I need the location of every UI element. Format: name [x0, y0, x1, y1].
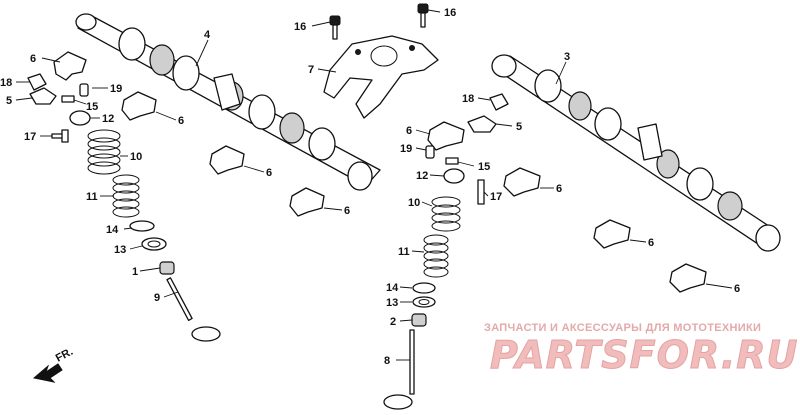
callout-14: 14 [106, 224, 119, 236]
callout-1: 1 [132, 266, 138, 278]
camshaft-right [491, 54, 781, 252]
callouts-left-side: 4 6 18 5 19 15 12 6 17 10 6 11 6 14 13 1… [0, 29, 350, 304]
callout-17: 17 [490, 191, 502, 203]
callout-18: 18 [462, 93, 474, 105]
callout-3: 3 [564, 51, 570, 63]
callout-6: 6 [734, 283, 740, 295]
callout-6: 6 [266, 167, 272, 179]
callout-17: 17 [24, 131, 36, 143]
callout-12: 12 [102, 113, 114, 125]
callout-13: 13 [386, 297, 398, 309]
callout-5: 5 [516, 121, 522, 133]
watermark: ЗАПЧАСТИ И АКСЕССУАРЫ ДЛЯ МОТОТЕХНИКИ PA… [484, 322, 798, 378]
callout-4: 4 [204, 29, 211, 41]
timing-plate [323, 35, 439, 119]
callout-6: 6 [648, 237, 654, 249]
callout-15: 15 [478, 161, 490, 173]
bolt-16-left [329, 15, 341, 40]
callout-16: 16 [294, 21, 306, 33]
callout-2: 2 [390, 316, 396, 328]
bolt-16-right [417, 3, 429, 28]
callout-8: 8 [384, 355, 390, 367]
watermark-logo: PARTSFOR.RU [490, 333, 798, 377]
callout-19: 19 [400, 143, 412, 155]
watermark-caption: ЗАПЧАСТИ И АКСЕССУАРЫ ДЛЯ МОТОТЕХНИКИ [484, 322, 761, 334]
callout-13: 13 [114, 244, 126, 256]
direction-label: FR. [54, 346, 75, 365]
callouts-top: 16 16 7 [294, 7, 456, 76]
callout-19: 19 [110, 83, 122, 95]
direction-arrow-icon [32, 363, 63, 383]
callout-15: 15 [86, 101, 98, 113]
callout-10: 10 [130, 151, 142, 163]
callout-11: 11 [86, 191, 98, 203]
callout-16: 16 [444, 7, 456, 19]
callout-7: 7 [308, 64, 314, 76]
callout-6: 6 [30, 53, 36, 65]
right-valve-train [383, 93, 707, 410]
front-direction-indicator: FR. [32, 346, 75, 383]
callout-11: 11 [398, 246, 410, 258]
camshaft-left [75, 13, 381, 191]
callout-18: 18 [0, 77, 12, 89]
callout-5: 5 [6, 95, 12, 107]
callouts-right-side: 3 18 5 6 19 15 12 6 17 10 6 11 6 14 13 2… [384, 51, 740, 367]
callout-6: 6 [178, 115, 184, 127]
callout-9: 9 [154, 292, 160, 304]
callout-6: 6 [556, 183, 562, 195]
callout-12: 12 [416, 170, 428, 182]
left-valve-train [27, 51, 325, 342]
callout-14: 14 [386, 282, 399, 294]
callout-6: 6 [344, 205, 350, 217]
callout-6: 6 [406, 125, 412, 137]
callout-10: 10 [408, 197, 420, 209]
leader-lines [15, 9, 733, 361]
